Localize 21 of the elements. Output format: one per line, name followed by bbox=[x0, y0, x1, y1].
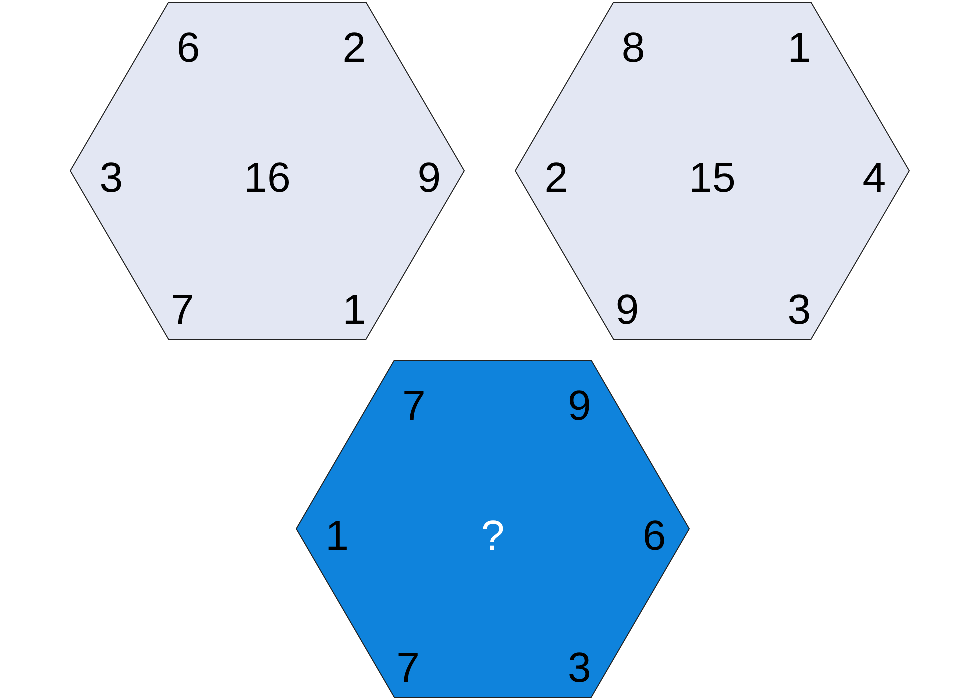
corner-number: 2 bbox=[544, 156, 568, 199]
corner-number: 7 bbox=[396, 646, 420, 689]
center-number: 16 bbox=[244, 156, 291, 199]
corner-number: 7 bbox=[170, 288, 194, 331]
corner-number: 8 bbox=[622, 26, 646, 69]
corner-number: 3 bbox=[100, 156, 124, 199]
corner-number: 9 bbox=[418, 156, 442, 199]
corner-number: 9 bbox=[616, 288, 640, 331]
center-number: 15 bbox=[689, 156, 736, 199]
corner-number: 1 bbox=[788, 26, 812, 69]
corner-number: 2 bbox=[342, 26, 366, 69]
corner-number: 9 bbox=[568, 384, 592, 427]
corner-number: 4 bbox=[862, 156, 886, 199]
corner-number: 7 bbox=[402, 384, 426, 427]
corner-number: 1 bbox=[326, 514, 350, 557]
question-mark: ? bbox=[481, 514, 505, 557]
corner-number: 6 bbox=[642, 514, 666, 557]
corner-number: 3 bbox=[568, 646, 592, 689]
corner-number: 1 bbox=[342, 288, 366, 331]
corner-number: 6 bbox=[176, 26, 200, 69]
corner-number: 3 bbox=[788, 288, 812, 331]
